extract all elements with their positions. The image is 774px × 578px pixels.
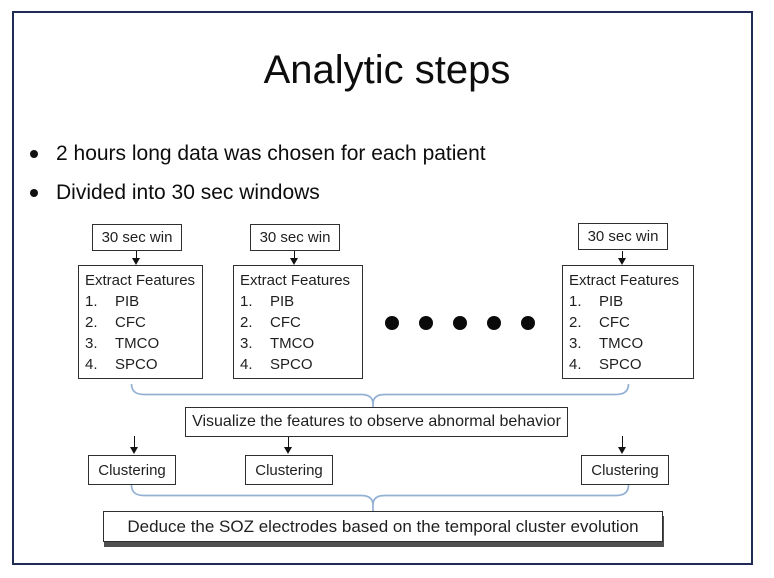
window-box-label: 30 sec win bbox=[259, 229, 331, 246]
feature-item: 2.CFC bbox=[85, 314, 146, 331]
deduce-label: Deduce the SOZ electrodes based on the t… bbox=[127, 516, 639, 536]
bullet-glyph bbox=[30, 150, 38, 158]
ellipsis-dot bbox=[419, 316, 433, 330]
bullet-text: 2 hours long data was chosen for each pa… bbox=[56, 142, 486, 165]
extract-features-box: Extract Features 1.PIB 2.CFC 3.TMCO 4.SP… bbox=[78, 265, 203, 379]
clustering-label: Clustering bbox=[98, 461, 166, 479]
gather-brace-bottom bbox=[130, 485, 630, 511]
bullet-glyph bbox=[30, 189, 38, 197]
ellipsis-dot bbox=[487, 316, 501, 330]
bullet-item-2: Divided into 30 sec windows bbox=[30, 180, 630, 206]
feature-item: 3.TMCO bbox=[569, 335, 644, 352]
visualize-label: Visualize the features to observe abnorm… bbox=[192, 413, 561, 430]
clustering-box: Clustering bbox=[245, 455, 333, 485]
window-box: 30 sec win bbox=[578, 223, 668, 250]
gather-brace-top bbox=[130, 384, 630, 410]
visualize-box: Visualize the features to observe abnorm… bbox=[185, 407, 568, 437]
feature-item: 2.CFC bbox=[569, 314, 630, 331]
ellipsis-dot bbox=[521, 316, 535, 330]
ellipsis-dot bbox=[453, 316, 467, 330]
feature-item: 4.SPCO bbox=[85, 356, 158, 373]
window-box: 30 sec win bbox=[250, 224, 340, 251]
extract-title: Extract Features bbox=[85, 272, 196, 289]
deduce-box: Deduce the SOZ electrodes based on the t… bbox=[103, 511, 663, 542]
window-box: 30 sec win bbox=[92, 224, 182, 251]
feature-item: 4.SPCO bbox=[240, 356, 313, 373]
extract-title: Extract Features bbox=[240, 272, 351, 289]
clustering-box: Clustering bbox=[581, 455, 669, 485]
extract-features-box: Extract Features 1.PIB 2.CFC 3.TMCO 4.SP… bbox=[233, 265, 363, 379]
feature-item: 4.SPCO bbox=[569, 356, 642, 373]
clustering-label: Clustering bbox=[591, 461, 659, 479]
extract-features-box: Extract Features 1.PIB 2.CFC 3.TMCO 4.SP… bbox=[562, 265, 694, 379]
feature-item: 1.PIB bbox=[85, 293, 140, 310]
bullet-text: Divided into 30 sec windows bbox=[56, 181, 320, 204]
window-box-label: 30 sec win bbox=[587, 228, 659, 245]
slide-title: Analytic steps bbox=[263, 48, 511, 92]
ellipsis-dots bbox=[385, 316, 535, 330]
clustering-label: Clustering bbox=[255, 461, 323, 479]
ellipsis-dot bbox=[385, 316, 399, 330]
clustering-box: Clustering bbox=[88, 455, 176, 485]
feature-item: 2.CFC bbox=[240, 314, 301, 331]
window-box-label: 30 sec win bbox=[101, 229, 173, 246]
bullet-item-1: 2 hours long data was chosen for each pa… bbox=[30, 141, 630, 167]
feature-item: 3.TMCO bbox=[85, 335, 160, 352]
feature-item: 3.TMCO bbox=[240, 335, 315, 352]
feature-item: 1.PIB bbox=[240, 293, 295, 310]
extract-title: Extract Features bbox=[569, 272, 680, 289]
feature-item: 1.PIB bbox=[569, 293, 624, 310]
